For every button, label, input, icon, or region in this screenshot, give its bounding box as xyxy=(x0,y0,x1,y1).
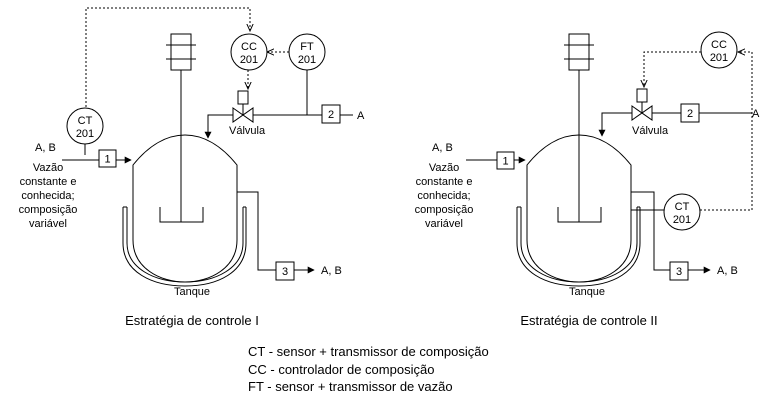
feed-line xyxy=(598,112,752,137)
legend-ft: FT - sensor + transmissor de vazão xyxy=(248,379,453,394)
stream-3-label: 3 xyxy=(282,266,288,278)
control-valve xyxy=(232,90,254,123)
cc-instrument xyxy=(230,33,268,71)
cc-tag: CC xyxy=(711,39,727,51)
cc-tag: CC xyxy=(241,41,257,53)
inlet-note-line-3: conhecida; xyxy=(417,190,470,202)
inlet-note-line-5: variável xyxy=(29,218,67,230)
inlet-note-line-3: conhecida; xyxy=(21,190,74,202)
inlet-note-line-2: constante e xyxy=(20,176,77,188)
inlet-note-line-2: constante e xyxy=(416,176,473,188)
stream-1-label: 1 xyxy=(104,154,110,166)
strategy-2-labels: 1 2 3 A A, B A, B Válvula Tanque CT 201 … xyxy=(415,39,760,328)
outlet-components: A, B xyxy=(717,265,738,277)
feed-line xyxy=(204,114,353,139)
stream-2-component: A xyxy=(752,108,760,120)
ft-tag: FT xyxy=(300,41,314,53)
outlet-line xyxy=(237,191,315,274)
ct-tag: CT xyxy=(78,115,93,127)
stream-3-box xyxy=(275,261,295,281)
tank-jacket xyxy=(122,206,247,287)
inlet-note-line-1: Vazão xyxy=(33,162,63,174)
legend-cc: CC - controlador de composição xyxy=(248,361,435,377)
stream-1-box xyxy=(496,151,515,170)
cc-number: 201 xyxy=(710,52,728,64)
valve-label: Válvula xyxy=(229,125,266,137)
stream-2-label: 2 xyxy=(687,108,693,120)
stream-2-component: A xyxy=(357,110,365,122)
inlet-note-line-4: composição xyxy=(415,204,474,216)
inlet-components: A, B xyxy=(35,142,56,154)
ct-number: 201 xyxy=(673,214,691,226)
ct-tag: CT xyxy=(675,201,690,213)
stream-1-label: 1 xyxy=(502,156,508,168)
agitator xyxy=(159,33,204,223)
stream-2-box xyxy=(321,104,341,124)
tank-jacket xyxy=(516,206,641,287)
strategy-1-title: Estratégia de controle I xyxy=(125,313,259,328)
strategy-2-title: Estratégia de controle II xyxy=(520,313,657,328)
signal-lines xyxy=(644,52,753,211)
stream-3-box xyxy=(669,261,689,281)
ft-number: 201 xyxy=(298,54,316,66)
strategy-2 xyxy=(466,31,753,287)
control-valve xyxy=(631,88,653,121)
tank xyxy=(132,134,238,283)
signal-lines xyxy=(85,7,289,107)
stream-2-label: 2 xyxy=(328,109,334,121)
ct-instrument xyxy=(66,107,104,145)
legend: CT - sensor + transmissor de composição … xyxy=(248,343,489,396)
tank-label: Tanque xyxy=(174,286,210,298)
agitator xyxy=(557,33,602,223)
inlet-note-line-1: Vazão xyxy=(429,162,459,174)
legend-ct: CT - sensor + transmissor de composição xyxy=(248,344,489,359)
stream-3-label: 3 xyxy=(676,266,682,278)
inlet-note-line-4: composição xyxy=(19,204,78,216)
cc-number: 201 xyxy=(240,54,258,66)
strategy-1 xyxy=(62,7,353,287)
ct-number: 201 xyxy=(76,128,94,140)
tank-label: Tanque xyxy=(569,286,605,298)
outlet-components: A, B xyxy=(321,265,342,277)
cc-instrument xyxy=(700,31,738,69)
inlet-components: A, B xyxy=(432,142,453,154)
stream-1-box xyxy=(98,149,117,168)
inlet-note-line-5: variável xyxy=(425,218,463,230)
strategy-1-labels: 1 2 3 A A, B A, B Válvula Tanque CT 201 … xyxy=(19,41,365,328)
ct-instrument xyxy=(663,193,701,231)
valve-label: Válvula xyxy=(632,125,669,137)
stream-2-box xyxy=(680,103,700,123)
ft-instrument xyxy=(288,33,326,71)
